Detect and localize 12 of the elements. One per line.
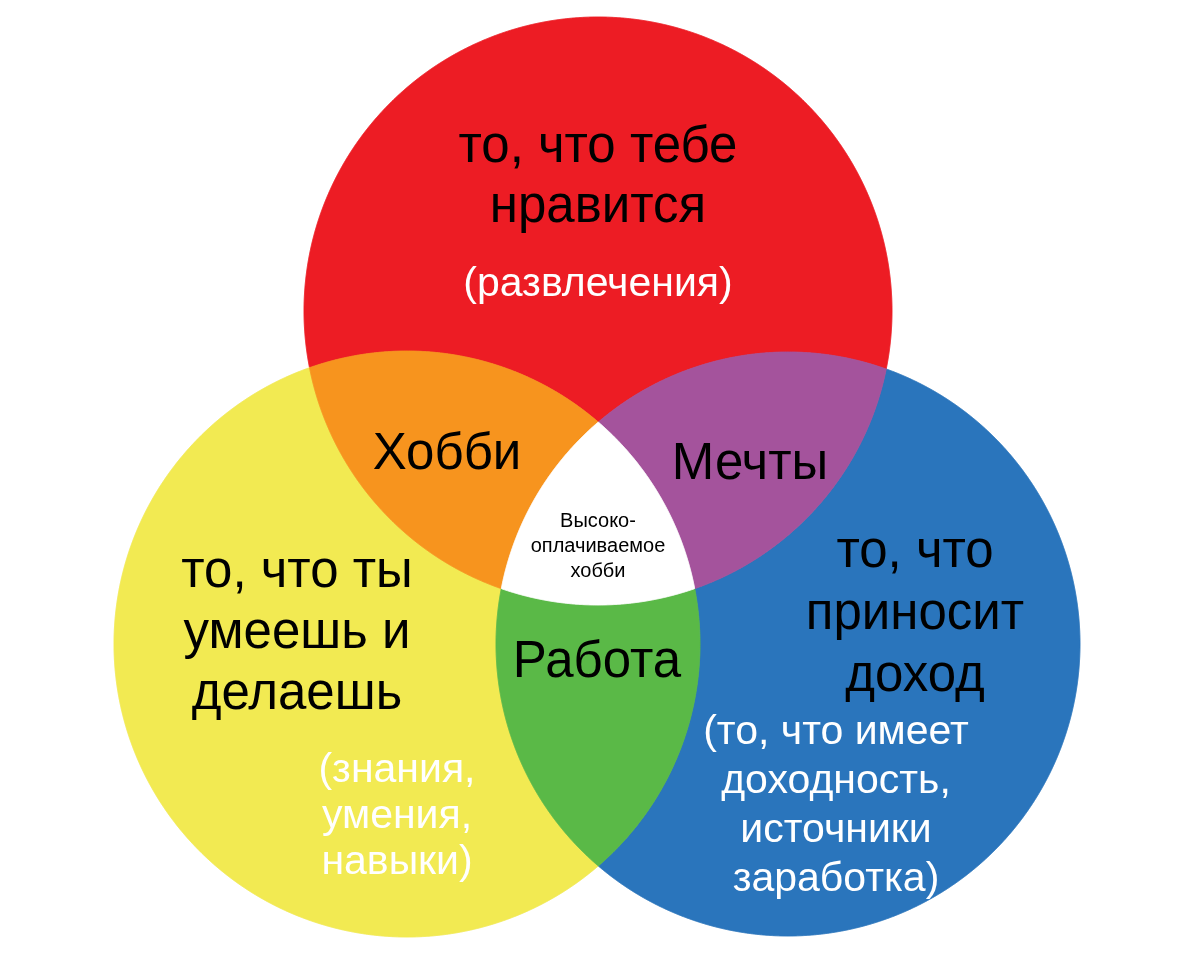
circle-note: (то, что имеет доходность, источники заработка) [702,706,970,902]
overlap-region [495,588,701,867]
region-label: Работа [511,631,683,689]
circle-heading: то, что приносит доход [804,520,1026,704]
region-label: Высоко-оплачиваемое хобби [529,508,667,583]
circle-note: (знания, умения, навыки) [317,745,477,883]
circle-heading: то, что тебе нравится [457,115,739,235]
set-region [303,16,893,423]
circle-heading: то, что ты умеешь и делаешь [180,540,414,722]
region-label: Мечты [670,433,830,491]
circle-note: (развлечения) [462,259,734,306]
region-label: Хобби [371,423,523,481]
